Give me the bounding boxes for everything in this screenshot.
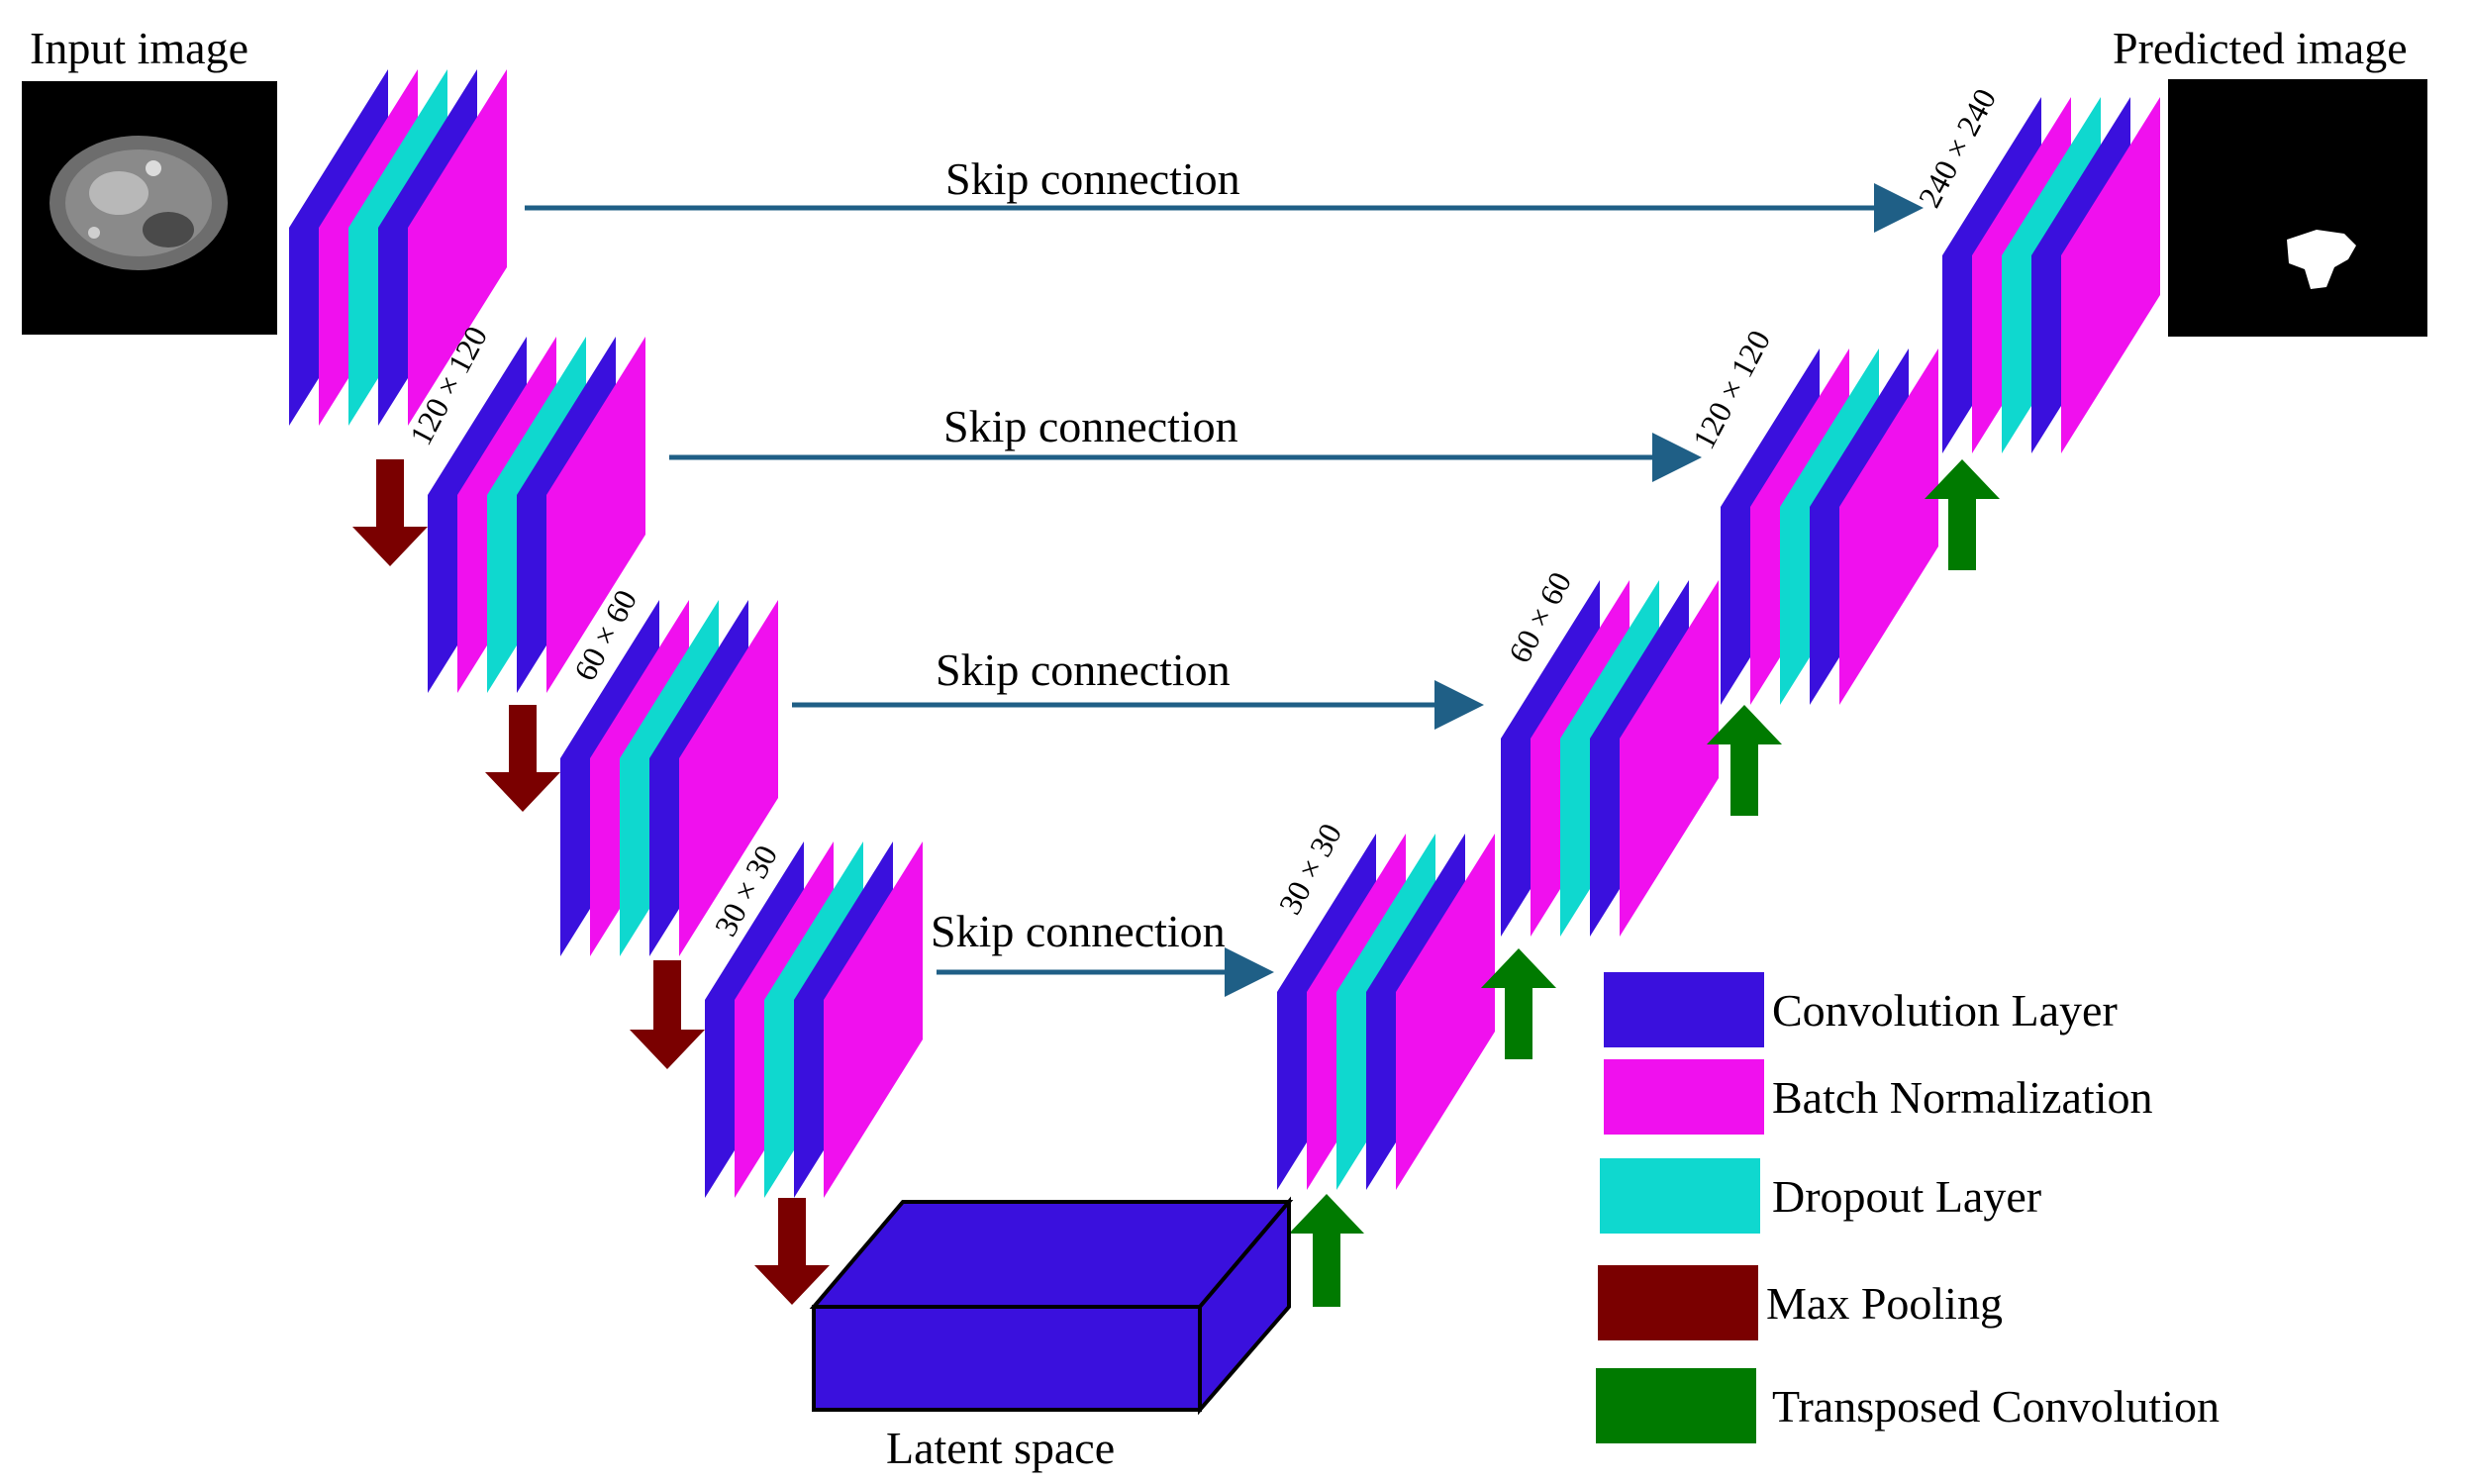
batchnorm-layer (824, 841, 923, 1198)
max-pooling-arrows (352, 459, 830, 1305)
decoder-block-30 (1277, 834, 1495, 1190)
legend-label: Max Pooling (1766, 1278, 2003, 1329)
legend-label: Transposed Convolution (1772, 1381, 2220, 1432)
encoder-block-240 (289, 69, 507, 426)
skip-label-2: Skip connection (943, 401, 1238, 451)
batchnorm-layer (679, 600, 778, 956)
legend-label: Dropout Layer (1772, 1171, 2041, 1222)
transposed-conv-arrow (1925, 459, 2000, 570)
legend-swatch (1598, 1265, 1758, 1340)
legend-swatch (1596, 1368, 1756, 1443)
skip-label-4: Skip connection (931, 906, 1226, 956)
batchnorm-layer (1620, 580, 1719, 937)
max-pooling-arrow (485, 705, 560, 812)
batchnorm-layer (546, 337, 645, 693)
decoder-block-120 (1721, 348, 1938, 705)
transposed-conv-arrow (1481, 948, 1556, 1059)
legend-swatch (1604, 972, 1764, 1047)
batchnorm-layer (1839, 348, 1938, 705)
decoder-block-240 (1942, 97, 2160, 453)
predicted-image (2168, 79, 2427, 337)
encoder-block-60 (560, 600, 778, 956)
batchnorm-layer (408, 69, 507, 426)
skip-label-1: Skip connection (945, 153, 1240, 204)
input-image (22, 81, 277, 335)
transposed-conv-arrow (1707, 705, 1782, 816)
max-pooling-arrow (352, 459, 428, 566)
encoder-block-120 (428, 337, 645, 693)
legend-swatch (1600, 1158, 1760, 1234)
input-image-title: Input image (30, 23, 248, 73)
legend-swatch (1604, 1059, 1764, 1135)
transposed-conv-arrow (1289, 1194, 1364, 1307)
legend-label: Convolution Layer (1772, 985, 2118, 1036)
encoder-block-30 (705, 841, 923, 1198)
max-pooling-arrow (630, 960, 705, 1069)
predicted-image-title: Predicted image (2113, 23, 2408, 73)
transposed-conv-arrows (1289, 459, 2000, 1307)
batchnorm-layer (1396, 834, 1495, 1190)
batchnorm-layer (2061, 97, 2160, 453)
latent-space-label: Latent space (886, 1423, 1115, 1473)
dim-label-u3: 120 × 120 (1685, 325, 1777, 455)
skip-label-3: Skip connection (936, 644, 1231, 695)
legend-label: Batch Normalization (1772, 1072, 2153, 1123)
max-pooling-arrow (754, 1198, 830, 1305)
decoder-block-60 (1501, 580, 1719, 937)
latent-space-block (809, 1196, 1294, 1416)
